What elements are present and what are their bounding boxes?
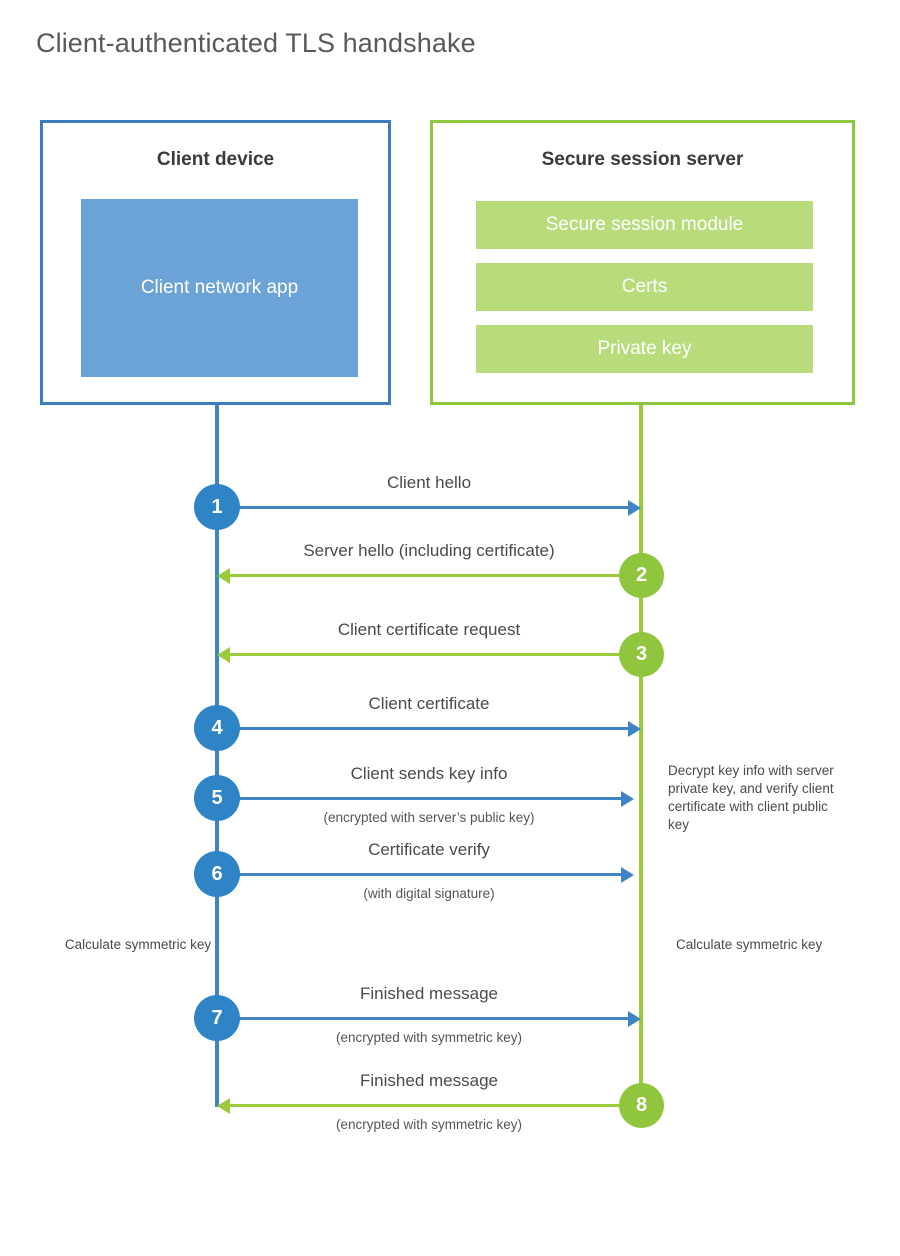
message-5-arrowhead bbox=[621, 791, 634, 807]
message-7-label: Finished message bbox=[360, 984, 498, 1003]
message-6-label: Certificate verify bbox=[368, 840, 490, 859]
server-lifeline bbox=[639, 405, 643, 1105]
message-7-line bbox=[217, 1017, 628, 1020]
note-decrypt-key-info: Decrypt key info with server private key… bbox=[668, 763, 834, 832]
message-1-arrowhead bbox=[628, 500, 641, 516]
message-4-arrowhead bbox=[628, 721, 641, 737]
message-8-label: Finished message bbox=[360, 1071, 498, 1090]
secure-session-server-box: Secure session server Secure session mod… bbox=[430, 120, 855, 405]
step-number-6: 6 bbox=[211, 862, 223, 885]
step-number-4: 4 bbox=[211, 716, 223, 739]
server-component-private-key: Private key bbox=[476, 325, 813, 373]
message-2-arrowhead bbox=[217, 568, 230, 584]
message-6-line bbox=[217, 873, 621, 876]
step-number-8: 8 bbox=[635, 1094, 648, 1116]
message-1-line bbox=[217, 506, 628, 509]
message-4-label: Client certificate bbox=[368, 694, 490, 713]
client-device-title: Client device bbox=[156, 149, 275, 170]
step-number-3: 3 bbox=[635, 643, 648, 665]
message-1-label: Client hello bbox=[386, 473, 472, 492]
note-calculate-symmetric-key-server: Calculate symmetric key bbox=[676, 937, 823, 952]
page-title: Client-authenticated TLS handshake bbox=[36, 28, 476, 58]
step-circle-8[interactable]: 8 bbox=[619, 1083, 664, 1128]
step-circle-1[interactable]: 1 bbox=[194, 484, 240, 530]
step-number-1: 1 bbox=[211, 495, 223, 518]
step-number-2: 2 bbox=[635, 564, 648, 586]
step-circle-5[interactable]: 5 bbox=[194, 775, 240, 821]
message-8-sublabel: (encrypted with symmetric key) bbox=[335, 1117, 523, 1132]
message-7-sublabel: (encrypted with symmetric key) bbox=[335, 1030, 523, 1045]
message-3-line bbox=[230, 653, 641, 656]
message-8-line bbox=[230, 1104, 641, 1107]
client-lifeline bbox=[215, 405, 219, 1107]
step-circle-6[interactable]: 6 bbox=[194, 851, 240, 897]
message-6-sublabel: (with digital signature) bbox=[363, 886, 495, 901]
message-5-label: Client sends key info bbox=[350, 764, 508, 783]
message-7-arrowhead bbox=[628, 1011, 641, 1027]
secure-session-server-title: Secure session server bbox=[541, 149, 744, 170]
step-number-7: 7 bbox=[211, 1006, 223, 1029]
message-3-arrowhead bbox=[217, 647, 230, 663]
message-5-sublabel: (encrypted with server’s public key) bbox=[323, 810, 535, 825]
step-circle-4[interactable]: 4 bbox=[194, 705, 240, 751]
step-circle-7[interactable]: 7 bbox=[194, 995, 240, 1041]
server-component-secure-session-module: Secure session module bbox=[476, 201, 813, 249]
server-component-certs: Certs bbox=[476, 263, 813, 311]
client-network-app-block: Client network app bbox=[81, 199, 358, 377]
step-number-5: 5 bbox=[211, 786, 223, 809]
step-circle-3[interactable]: 3 bbox=[619, 632, 664, 677]
message-3-label: Client certificate request bbox=[337, 620, 521, 639]
message-6-arrowhead bbox=[621, 867, 634, 883]
client-device-box: Client device Client network app bbox=[40, 120, 391, 405]
step-circle-2[interactable]: 2 bbox=[619, 553, 664, 598]
message-2-label: Server hello (including certificate) bbox=[303, 541, 555, 560]
message-4-line bbox=[217, 727, 628, 730]
message-5-line bbox=[217, 797, 621, 800]
message-8-arrowhead bbox=[217, 1098, 230, 1114]
message-2-line bbox=[230, 574, 641, 577]
note-calculate-symmetric-key-client: Calculate symmetric key bbox=[64, 937, 212, 952]
